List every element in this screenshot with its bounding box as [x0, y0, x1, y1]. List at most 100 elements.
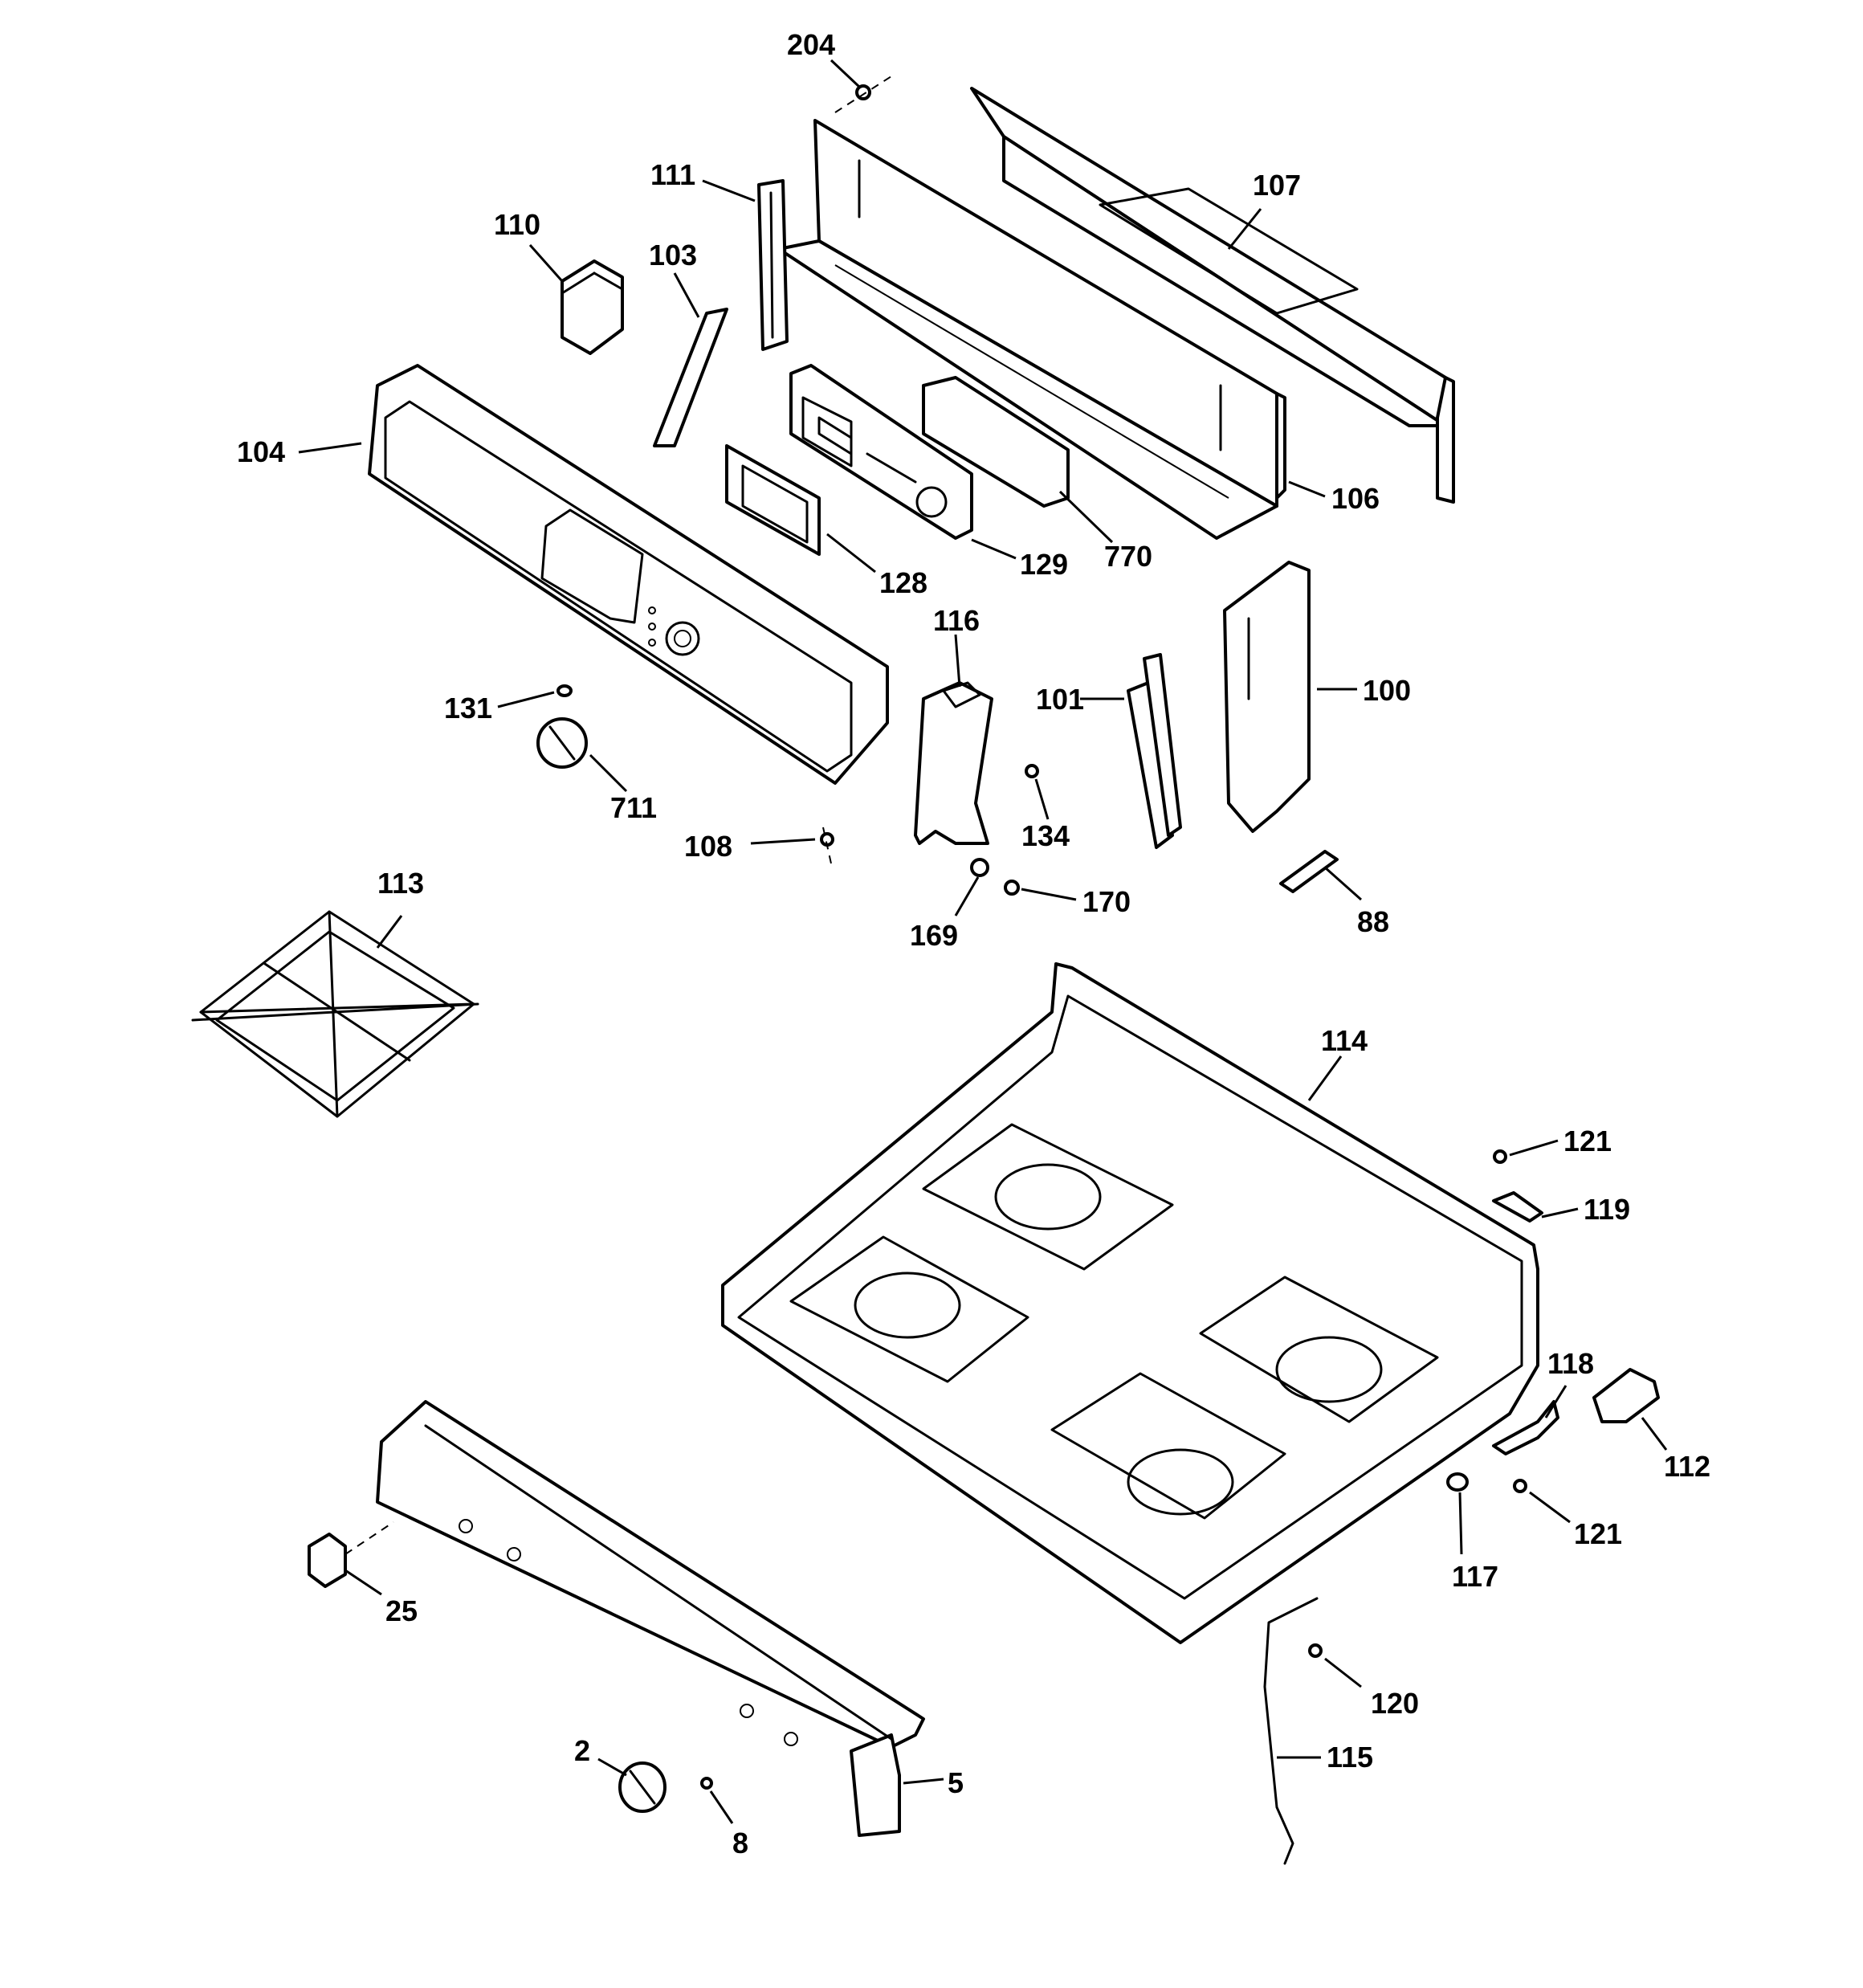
leader-204: [830, 59, 861, 88]
leader-111: [702, 179, 756, 202]
part-121-screw-lower: [1513, 1479, 1527, 1493]
leader-128: [826, 533, 876, 574]
leader-129: [971, 538, 1017, 560]
leader-117: [1458, 1492, 1463, 1555]
leader-88: [1324, 866, 1362, 901]
part-129-control-board: [789, 364, 973, 540]
callout-88: 88: [1357, 905, 1389, 938]
part-131-insert: [556, 684, 573, 697]
leader-112: [1641, 1417, 1668, 1451]
part-116-end-cap: [914, 681, 993, 845]
leader-120: [1324, 1657, 1362, 1688]
leader-169: [954, 876, 980, 916]
callout-113: 113: [377, 867, 424, 900]
part-106-backguard: [777, 119, 1286, 540]
part-2-knob: [618, 1761, 667, 1813]
part-112-latch: [1592, 1368, 1660, 1423]
callout-118: 118: [1547, 1347, 1594, 1380]
callout-770: 770: [1104, 540, 1152, 573]
leader-5: [903, 1778, 944, 1785]
callout-106: 106: [1331, 482, 1380, 515]
callout-121-lower: 121: [1574, 1517, 1622, 1550]
leader-119: [1541, 1207, 1579, 1219]
part-25-switch: [308, 1521, 394, 1588]
callout-112: 112: [1664, 1450, 1710, 1483]
callout-100: 100: [1363, 674, 1411, 707]
callout-170: 170: [1082, 885, 1131, 918]
part-120-clip: [1308, 1643, 1323, 1658]
callout-110: 110: [494, 208, 540, 241]
callout-114: 114: [1321, 1024, 1368, 1057]
part-104-control-panel: [368, 364, 889, 785]
callout-116: 116: [933, 604, 980, 637]
leader-770: [1058, 490, 1114, 544]
callout-25: 25: [385, 1594, 418, 1627]
leader-121-upper: [1509, 1139, 1559, 1157]
part-117-nut: [1446, 1472, 1469, 1492]
part-88-bar: [1279, 850, 1339, 893]
leader-116: [954, 634, 961, 688]
part-8-screw: [700, 1777, 713, 1790]
leader-134: [1034, 778, 1050, 820]
part-108-screw: [820, 827, 834, 864]
part-711-knob: [536, 717, 588, 769]
callout-134: 134: [1021, 819, 1070, 852]
callout-115: 115: [1327, 1741, 1373, 1774]
part-107-rear-cover: [970, 87, 1455, 504]
leader-114: [1307, 1055, 1343, 1101]
part-170-screw: [1004, 880, 1020, 896]
leader-103: [673, 272, 700, 318]
callout-117: 117: [1452, 1560, 1498, 1593]
callout-711: 711: [610, 791, 657, 824]
part-113-grate: [191, 910, 479, 1118]
leader-lines: [298, 59, 1668, 1824]
leader-170: [1021, 888, 1077, 901]
callout-8: 8: [732, 1827, 748, 1859]
leader-113: [376, 915, 403, 949]
part-204-screw: [834, 76, 892, 113]
part-128-overlay: [725, 444, 821, 556]
part-5-manifold-panel: [376, 1400, 925, 1837]
part-103-strap: [653, 308, 728, 447]
leader-106: [1288, 480, 1326, 498]
leader-104: [298, 442, 362, 454]
callout-5: 5: [948, 1766, 964, 1799]
part-114-cooktop: [721, 962, 1539, 1644]
callout-121-upper: 121: [1563, 1125, 1612, 1157]
leader-118: [1544, 1385, 1567, 1419]
part-110-switch: [561, 259, 624, 355]
callout-107: 107: [1253, 169, 1301, 202]
leader-8: [709, 1790, 734, 1824]
part-118-bracket: [1492, 1400, 1559, 1455]
callout-101: 101: [1036, 683, 1084, 716]
callout-120: 120: [1371, 1687, 1419, 1720]
part-169-washer: [970, 858, 989, 877]
callout-131: 131: [444, 692, 492, 725]
part-119-hinge: [1492, 1191, 1543, 1223]
callout-104: 104: [237, 435, 285, 468]
callout-108: 108: [684, 830, 732, 863]
leader-107: [1227, 208, 1262, 250]
leader-2: [597, 1757, 627, 1777]
part-134-screw: [1025, 764, 1039, 778]
callout-labels: 204 111 107 110 103 104 106 128 129 770 …: [237, 28, 1710, 1859]
leader-121-lower: [1529, 1491, 1571, 1524]
callout-111: 111: [650, 158, 695, 191]
leader-110: [528, 244, 564, 282]
leader-131: [497, 691, 555, 708]
callout-2: 2: [574, 1734, 590, 1767]
part-121-screw-upper: [1493, 1149, 1507, 1164]
part-101-bracket: [1127, 653, 1182, 849]
callout-128: 128: [879, 566, 927, 599]
part-115-rod: [1263, 1597, 1319, 1865]
callout-204: 204: [787, 28, 835, 61]
part-100-side-trim: [1223, 561, 1311, 833]
leader-108: [750, 838, 816, 845]
callout-119: 119: [1584, 1193, 1630, 1226]
leader-25: [344, 1569, 382, 1596]
part-111-bracket: [757, 179, 789, 351]
callout-129: 129: [1020, 548, 1068, 581]
callout-103: 103: [649, 239, 697, 271]
callout-169: 169: [910, 919, 958, 952]
